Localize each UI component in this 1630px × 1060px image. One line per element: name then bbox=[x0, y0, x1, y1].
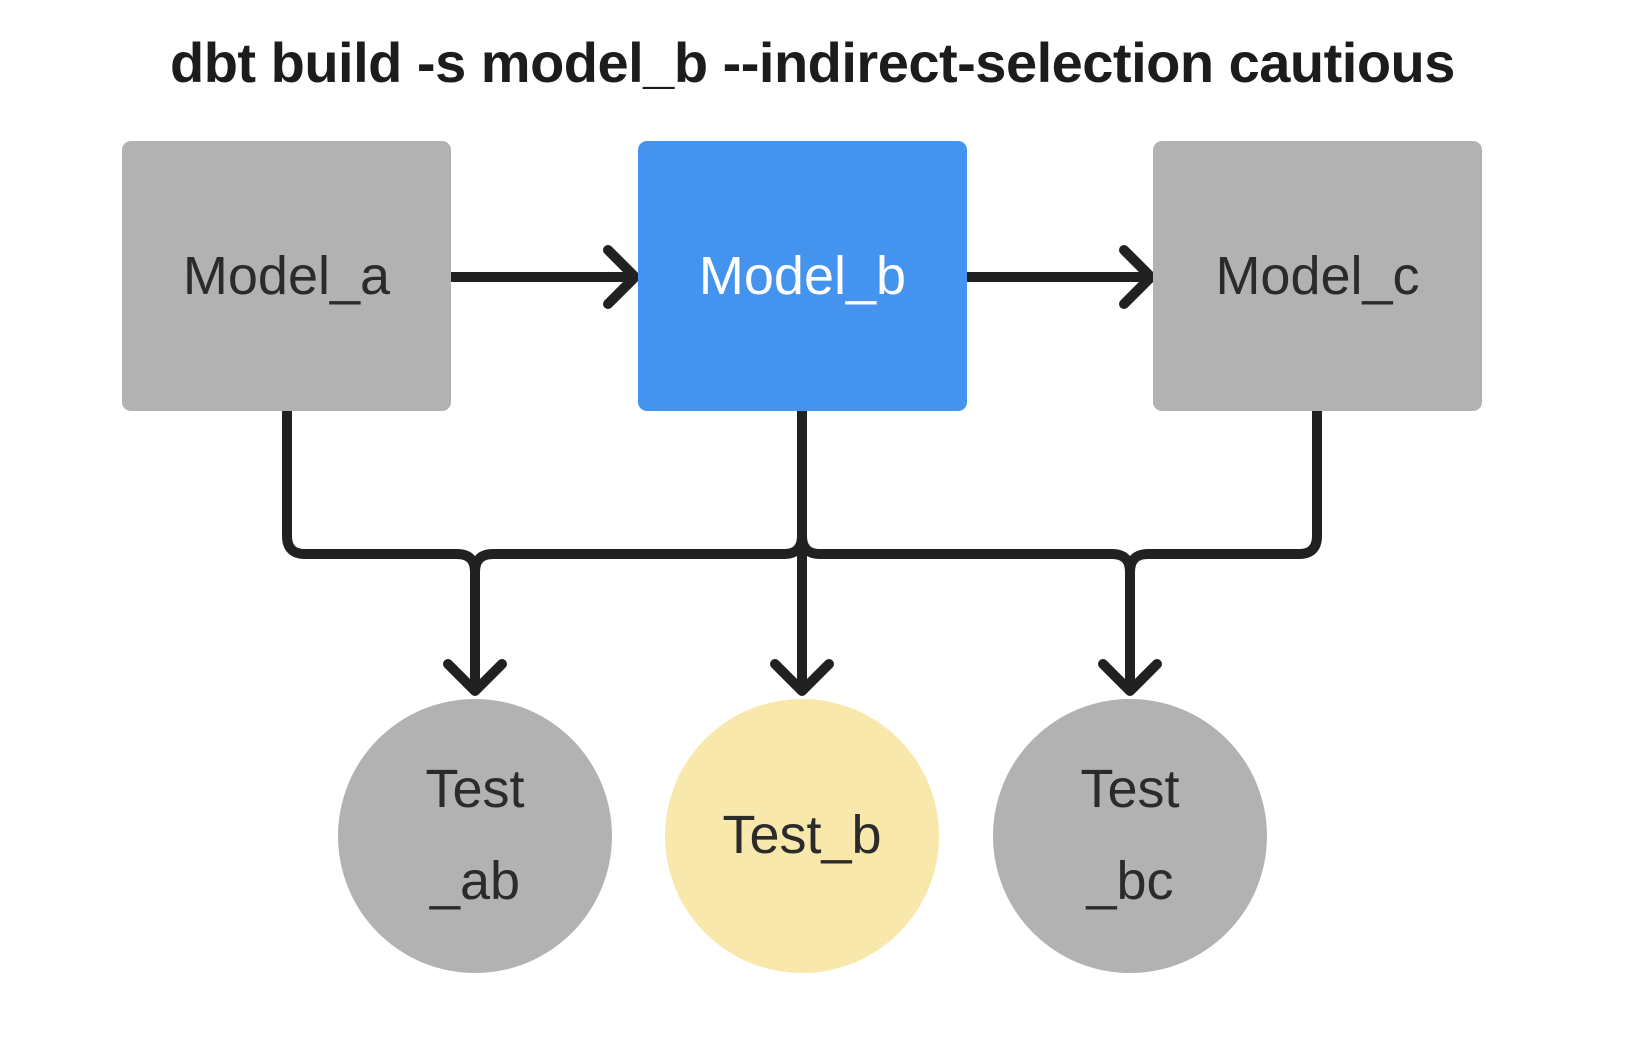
arrowhead-model-c-icon bbox=[1119, 245, 1156, 309]
node-test-ab-label-line2: _ab bbox=[429, 851, 521, 911]
node-model-b-label: Model_b bbox=[698, 246, 907, 306]
arrowhead-test-ab-icon bbox=[443, 659, 507, 696]
diagram-title: dbt build -s model_b --indirect-selectio… bbox=[170, 31, 1455, 94]
edge-model-b-to-test-bc bbox=[797, 531, 1135, 694]
edge-model-a-to-test-ab bbox=[282, 405, 480, 694]
arrowhead-test-bc-icon bbox=[1098, 659, 1162, 696]
node-test-bc-label-line1: Test bbox=[1080, 759, 1180, 820]
node-model-c: Model_c bbox=[1153, 141, 1482, 411]
edge-model-b-to-test-ab bbox=[470, 531, 807, 577]
node-test-b-label: Test_b bbox=[722, 805, 882, 866]
node-test-ab: Test _ab bbox=[338, 699, 612, 973]
node-model-a-label: Model_a bbox=[182, 246, 391, 306]
node-test-bc-label-line2: _bc bbox=[1086, 851, 1174, 911]
node-test-bc: Test _bc bbox=[993, 699, 1267, 973]
node-test-ab-label-line1: Test bbox=[425, 759, 525, 820]
node-test-b: Test_b bbox=[665, 699, 939, 973]
node-model-b: Model_b bbox=[638, 141, 967, 411]
node-model-c-label: Model_c bbox=[1215, 246, 1420, 306]
edge-model-c-to-test-bc bbox=[1125, 405, 1322, 577]
arrowhead-model-b-icon bbox=[603, 245, 640, 309]
arrowhead-test-b-icon bbox=[770, 659, 834, 696]
node-model-a: Model_a bbox=[122, 141, 451, 411]
